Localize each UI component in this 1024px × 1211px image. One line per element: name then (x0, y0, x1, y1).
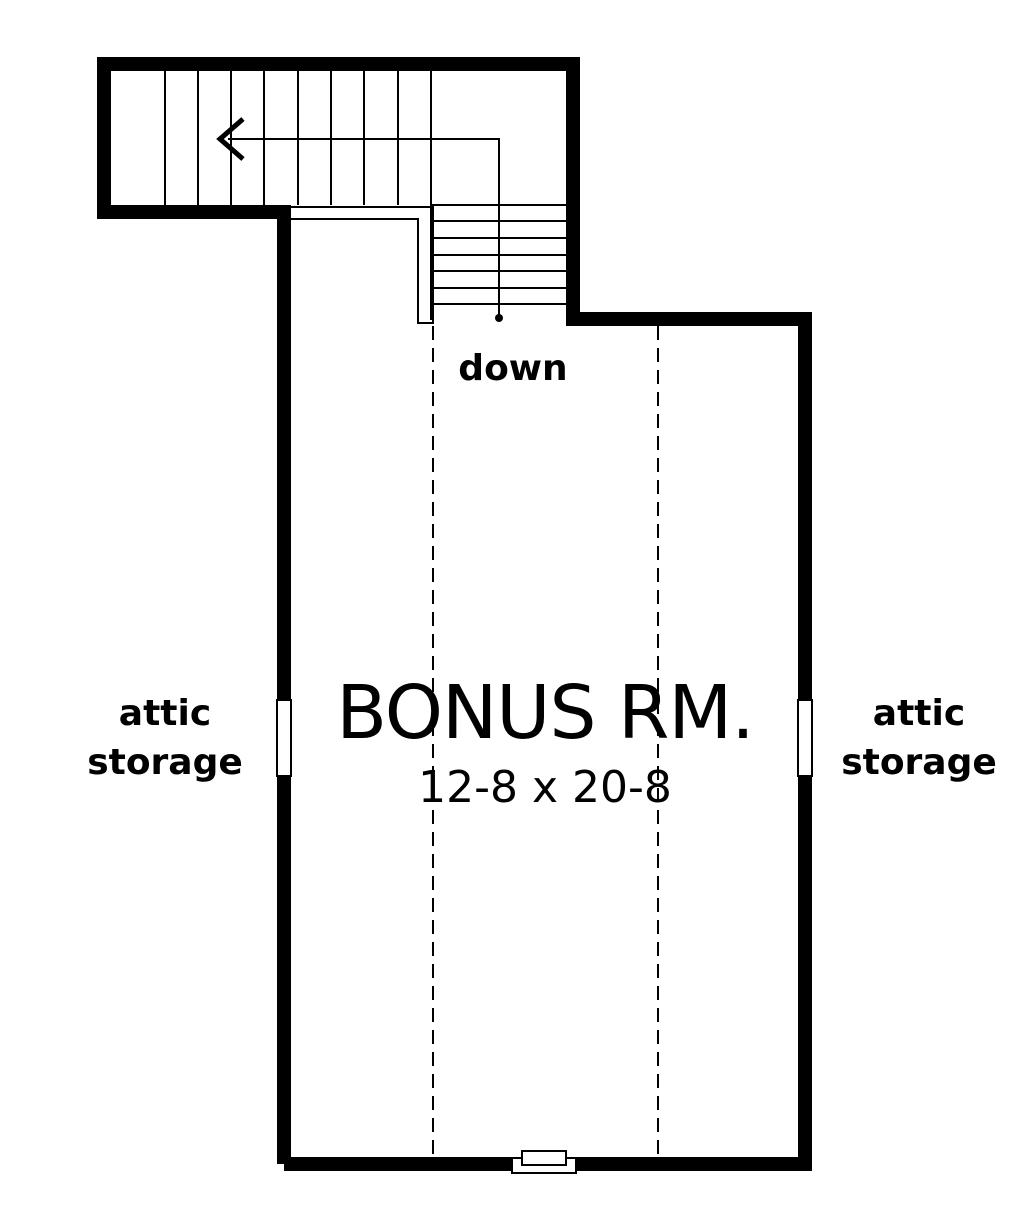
stair-label: down (458, 348, 567, 389)
stair-railing (291, 206, 434, 324)
stair-enclosure-wall (97, 57, 812, 1171)
room-dimensions: 12-8 x 20-8 (418, 762, 672, 813)
stair-direction-arrow (216, 117, 503, 322)
windows (276, 699, 813, 777)
knee-wall-lines (432, 326, 659, 1157)
exterior-walls (97, 57, 812, 1171)
right-attic-label: attic (873, 693, 965, 734)
bottom-fixture (511, 1150, 577, 1174)
left-attic-label: attic (119, 693, 211, 734)
left-storage-label: storage (87, 742, 243, 783)
right-storage-label: storage (841, 742, 997, 783)
room-name: BONUS RM. (336, 670, 754, 756)
